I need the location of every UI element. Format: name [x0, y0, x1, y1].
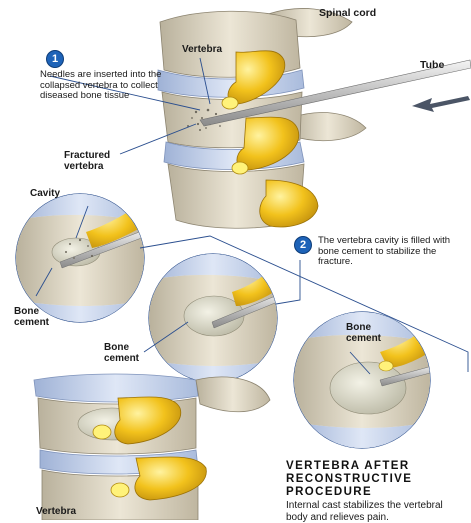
nerve-root [228, 51, 285, 104]
after-title-line-2: RECONSTRUCTIVE [286, 473, 412, 486]
top-spine [158, 8, 471, 228]
after-title-line-1: VERTEBRA AFTER [286, 460, 410, 473]
insertion-arrow [412, 96, 470, 112]
nerve-root [260, 180, 318, 227]
spinous-process [290, 113, 366, 141]
label-bone-cement-3: Bone cement [346, 322, 394, 344]
inset-filling [149, 254, 292, 382]
step-2-text: The vertebra cavity is filled with bone … [318, 236, 458, 268]
nerve-cut-end [111, 483, 129, 497]
after-description: Internal cast stabilizes the vertebral b… [286, 490, 456, 523]
label-tube: Tube [420, 60, 444, 72]
step-2-badge: 2 [294, 236, 312, 254]
bottom-spine [34, 374, 270, 520]
nerve-cut-end [222, 97, 238, 109]
label-bone-cement-2: Bone cement [104, 342, 152, 364]
nerve-cut-end [93, 425, 111, 439]
step-1-text: Needles are inserted into the collapsed … [40, 70, 170, 102]
label-fractured-vertebra: Fractured vertebra [64, 150, 134, 172]
label-spinal-cord: Spinal cord [319, 8, 376, 20]
label-bone-cement-1: Bone cement [14, 306, 60, 328]
label-cavity: Cavity [30, 188, 60, 199]
spinous-process [196, 377, 270, 412]
nerve-cut-end [232, 162, 248, 174]
inset-cavity [16, 194, 152, 322]
disc [34, 374, 198, 402]
label-vertebra-top: Vertebra [182, 44, 222, 55]
label-vertebra-bottom: Vertebra [36, 506, 76, 517]
step-1-badge: 1 [46, 50, 64, 68]
